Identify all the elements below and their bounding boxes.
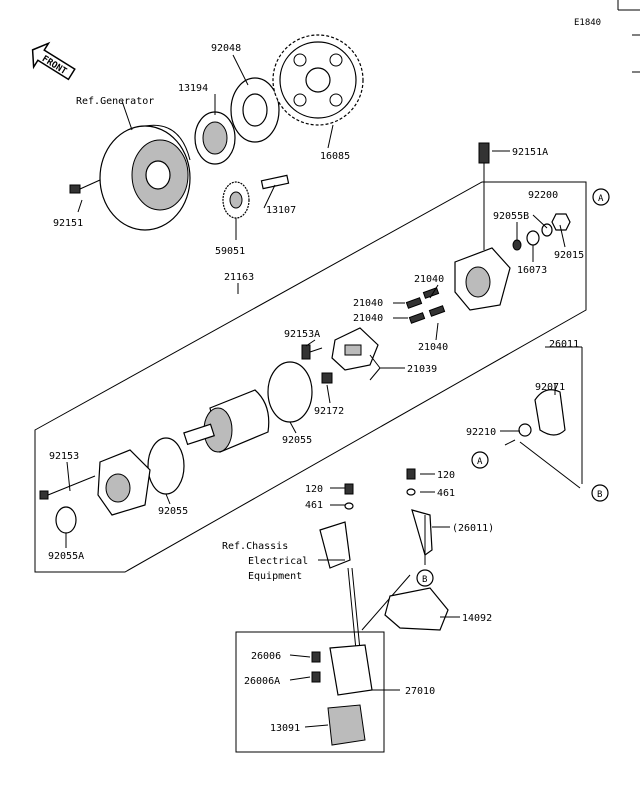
callout-a-bottom (471, 451, 489, 469)
idle-gear (222, 181, 250, 219)
o-ring-92055-front (147, 437, 185, 495)
label-13107: 13107 (266, 205, 296, 216)
label-13091: 13091 (270, 723, 300, 734)
label-26006A: 26006A (244, 676, 280, 687)
callout-a-top-label: A (598, 194, 604, 204)
label-electrical: Electrical (248, 556, 308, 567)
label-26011: 26011 (549, 339, 579, 350)
label-92071: 92071 (535, 382, 565, 393)
relay-assembly-box (235, 631, 385, 753)
bolt-92151 (69, 179, 101, 194)
label-equipment: Equipment (248, 571, 302, 582)
label-92055-b: 92055 (158, 506, 188, 517)
clutch-plate (230, 77, 280, 143)
label-92055-a: 92055 (282, 435, 312, 446)
bolt-92153A (301, 344, 323, 360)
relay-cover (384, 587, 449, 631)
label-120-b: 120 (437, 470, 455, 481)
label-461-a: 461 (305, 500, 323, 511)
label-120-a: 120 (305, 484, 323, 495)
label-92153: 92153 (49, 451, 79, 462)
label-92200: 92200 (528, 190, 558, 201)
callout-a-top (592, 188, 610, 206)
label-13194: 13194 (178, 83, 208, 94)
label-92151: 92151 (53, 218, 83, 229)
label-21040-d: 21040 (418, 342, 448, 353)
label-92151A: 92151A (512, 147, 548, 158)
label-ref-chassis: Ref.Chassis (222, 541, 288, 552)
brushes (405, 287, 446, 324)
callout-b-right-label: B (597, 490, 602, 500)
label-21163: 21163 (224, 272, 254, 283)
label-16073: 16073 (517, 265, 547, 276)
brush-holder (331, 327, 379, 371)
relay-bolts (344, 468, 416, 510)
label-21040-b: 21040 (353, 298, 383, 309)
starter-cable (504, 389, 581, 489)
starter-front-cover (97, 449, 151, 516)
starter-motor-frame (34, 181, 587, 573)
label-ref-generator: Ref.Generator (76, 96, 154, 107)
callout-b-right (591, 484, 609, 502)
gear-shaft (260, 174, 290, 190)
label-27010: 27010 (405, 686, 435, 697)
label-21039: 21039 (407, 364, 437, 375)
label-26011-ref: (26011) (452, 523, 494, 534)
washers (512, 213, 571, 251)
label-16085: 16085 (320, 151, 350, 162)
label-92015: 92015 (554, 250, 584, 261)
label-92048: 92048 (211, 43, 241, 54)
relay-cables (319, 509, 433, 651)
leader-lines (65, 54, 566, 728)
callout-b-lower-label: B (422, 575, 427, 585)
front-arrow-icon: FRONT (31, 41, 76, 81)
callout-a-bottom-label: A (477, 457, 483, 467)
label-14092: 14092 (462, 613, 492, 624)
bolt-92172 (321, 372, 333, 384)
label-92172: 92172 (314, 406, 344, 417)
relay-boot (327, 704, 366, 746)
callout-b-lower (416, 569, 434, 587)
o-ring-92055A (55, 506, 77, 534)
label-461-b: 461 (437, 488, 455, 499)
o-ring-92055 (267, 361, 313, 423)
starter-relay (311, 644, 373, 696)
label-92153A: 92153A (284, 329, 320, 340)
label-21040-a: 21040 (414, 274, 444, 285)
bolt-92153 (39, 475, 96, 500)
label-59051: 59051 (215, 246, 245, 257)
diagram-code: E1840 (574, 18, 601, 28)
label-21040-c: 21040 (353, 313, 383, 324)
label-92055B: 92055B (493, 211, 529, 222)
starter-yoke (203, 389, 270, 453)
starter-rear-cover (454, 247, 511, 311)
armature-shaft (183, 423, 215, 446)
label-92210: 92210 (466, 427, 496, 438)
starter-gear (272, 34, 364, 126)
starter-clutch (194, 111, 236, 165)
bolt-92151A (478, 142, 490, 250)
label-92055A: 92055A (48, 551, 84, 562)
label-26006: 26006 (251, 651, 281, 662)
generator-rotor (99, 124, 191, 231)
